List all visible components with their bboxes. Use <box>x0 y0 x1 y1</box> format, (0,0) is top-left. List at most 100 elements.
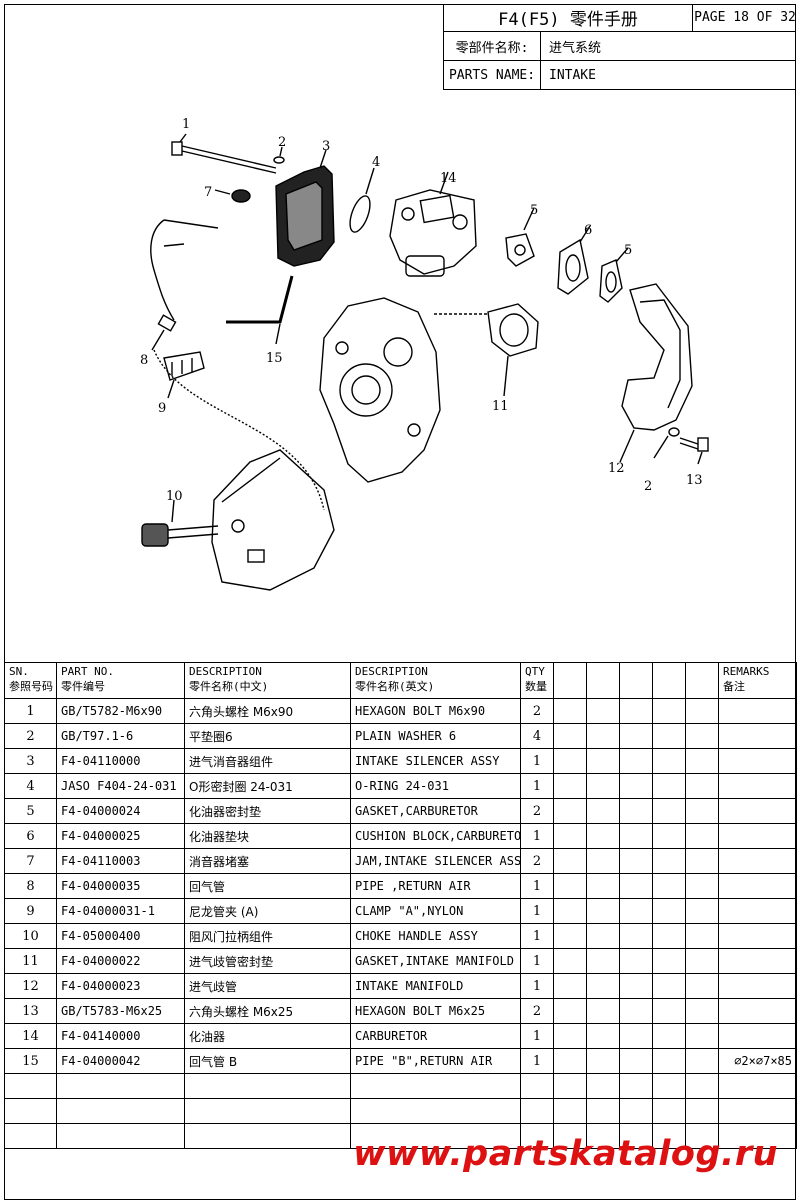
cell-part-no: F4-04000042 <box>56 1048 185 1074</box>
cell-remarks <box>718 848 797 874</box>
cell-desc-cn: 化油器垫块 <box>184 823 351 849</box>
cell-sn: 9 <box>4 898 57 924</box>
callout-11: 11 <box>492 399 509 414</box>
cell-desc-cn: 尼龙管夹 (A) <box>184 898 351 924</box>
cell-desc-en: INTAKE SILENCER ASSY <box>350 748 521 774</box>
cell-remarks: ⌀2×⌀7×85 <box>718 1048 797 1074</box>
cell-desc-en: CUSHION BLOCK,CARBURETOR <box>350 823 521 849</box>
cell-remarks <box>718 748 797 774</box>
cell-qty: 1 <box>520 973 554 999</box>
callout-7: 7 <box>204 185 212 200</box>
parts-name-value: INTAKE <box>549 67 596 83</box>
gasket-part-a <box>505 233 535 267</box>
cell-qty: 1 <box>520 873 554 899</box>
engine-block-part <box>319 297 488 483</box>
lower-cowling-part <box>153 349 335 591</box>
cell-part-no: F4-04140000 <box>56 1023 185 1049</box>
cell-qty: 1 <box>520 948 554 974</box>
title-block: F4(F5) 零件手册 PAGE 18 OF 32 零部件名称: 进气系统 PA… <box>443 4 796 90</box>
callout-12: 12 <box>608 461 625 476</box>
empty-table-row <box>4 1098 797 1124</box>
cell-sn: 5 <box>4 798 57 824</box>
cell-desc-cn: 进气歧管密封垫 <box>184 948 351 974</box>
callout-5a: 5 <box>530 203 538 218</box>
callout-4: 4 <box>372 155 380 170</box>
cell-remarks <box>718 773 797 799</box>
cell-remarks <box>718 873 797 899</box>
carburetor-part <box>389 171 477 277</box>
cell-part-no: F4-04000022 <box>56 948 185 974</box>
cell-desc-cn: 阻风门拉柄组件 <box>184 923 351 949</box>
cell-qty: 1 <box>520 923 554 949</box>
cell-desc-en: CHOKE HANDLE ASSY <box>350 923 521 949</box>
cell-qty: 1 <box>520 823 554 849</box>
cell-remarks <box>718 798 797 824</box>
cell-remarks <box>718 998 797 1024</box>
cell-remarks <box>718 923 797 949</box>
cell-sn: 4 <box>4 773 57 799</box>
jam-part <box>231 189 251 203</box>
cell-part-no: F4-04110003 <box>56 848 185 874</box>
cell-remarks <box>718 698 797 724</box>
cell-sn: 15 <box>4 1048 57 1074</box>
cell-remarks <box>718 948 797 974</box>
callout-15: 15 <box>266 351 283 366</box>
cell-desc-en: JAM,INTAKE SILENCER ASSY <box>350 848 521 874</box>
cell-remarks <box>718 898 797 924</box>
callout-10: 10 <box>166 489 183 504</box>
cushion-block-part <box>557 238 589 295</box>
cell-part-no: F4-04000025 <box>56 823 185 849</box>
cell-qty: 1 <box>520 1048 554 1074</box>
page-number: PAGE 18 OF 32 <box>694 10 796 25</box>
cell-desc-en: CLAMP "A",NYLON <box>350 898 521 924</box>
cell-sn: 2 <box>4 723 57 749</box>
cell-part-no: F4-04000023 <box>56 973 185 999</box>
washer-part-lower <box>668 427 680 437</box>
cell-desc-cn: 六角头螺栓 M6x25 <box>184 998 351 1024</box>
cell-part-no: GB/T5783-M6x25 <box>56 998 185 1024</box>
cell-remarks <box>718 723 797 749</box>
gasket-part-b <box>599 259 623 303</box>
cell-qty: 2 <box>520 798 554 824</box>
cell-remarks <box>718 1023 797 1049</box>
parts-name-label: PARTS NAME: <box>444 61 541 89</box>
cell-qty: 4 <box>520 723 554 749</box>
header-part-no: PART NO.零件编号 <box>56 662 185 699</box>
empty-table-row <box>4 1073 797 1099</box>
cell-desc-en: PIPE ,RETURN AIR <box>350 873 521 899</box>
cell-desc-cn: 六角头螺栓 M6x90 <box>184 698 351 724</box>
group-label-cn: 零部件名称: <box>444 32 541 60</box>
return-pipe-part <box>150 219 219 321</box>
cell-desc-en: PLAIN WASHER 6 <box>350 723 521 749</box>
nylon-clamp-part <box>163 351 205 399</box>
cell-desc-en: O-RING 24-031 <box>350 773 521 799</box>
header-sn: SN.参照号码 <box>4 662 57 699</box>
bolt-long-part <box>171 133 277 174</box>
exploded-parts-diagram: 1 2 3 4 5 5 6 7 8 9 10 11 12 2 13 14 15 <box>140 117 709 591</box>
cell-desc-en: CARBURETOR <box>350 1023 521 1049</box>
cell-sn: 3 <box>4 748 57 774</box>
choke-handle-part <box>141 499 219 547</box>
cell-sn: 1 <box>4 698 57 724</box>
callout-14: 14 <box>440 171 457 186</box>
return-pipe-b-part <box>226 275 294 324</box>
cell-qty: 1 <box>520 748 554 774</box>
cell-sn: 12 <box>4 973 57 999</box>
cell-part-no: F4-04110000 <box>56 748 185 774</box>
callout-6: 6 <box>584 223 592 238</box>
cell-sn: 10 <box>4 923 57 949</box>
cell-sn: 13 <box>4 998 57 1024</box>
intake-manifold-part <box>619 283 693 463</box>
manifold-gasket-part <box>487 303 539 397</box>
cell-desc-cn: 回气管 <box>184 873 351 899</box>
cell-sn: 14 <box>4 1023 57 1049</box>
callout-2: 2 <box>278 135 286 150</box>
